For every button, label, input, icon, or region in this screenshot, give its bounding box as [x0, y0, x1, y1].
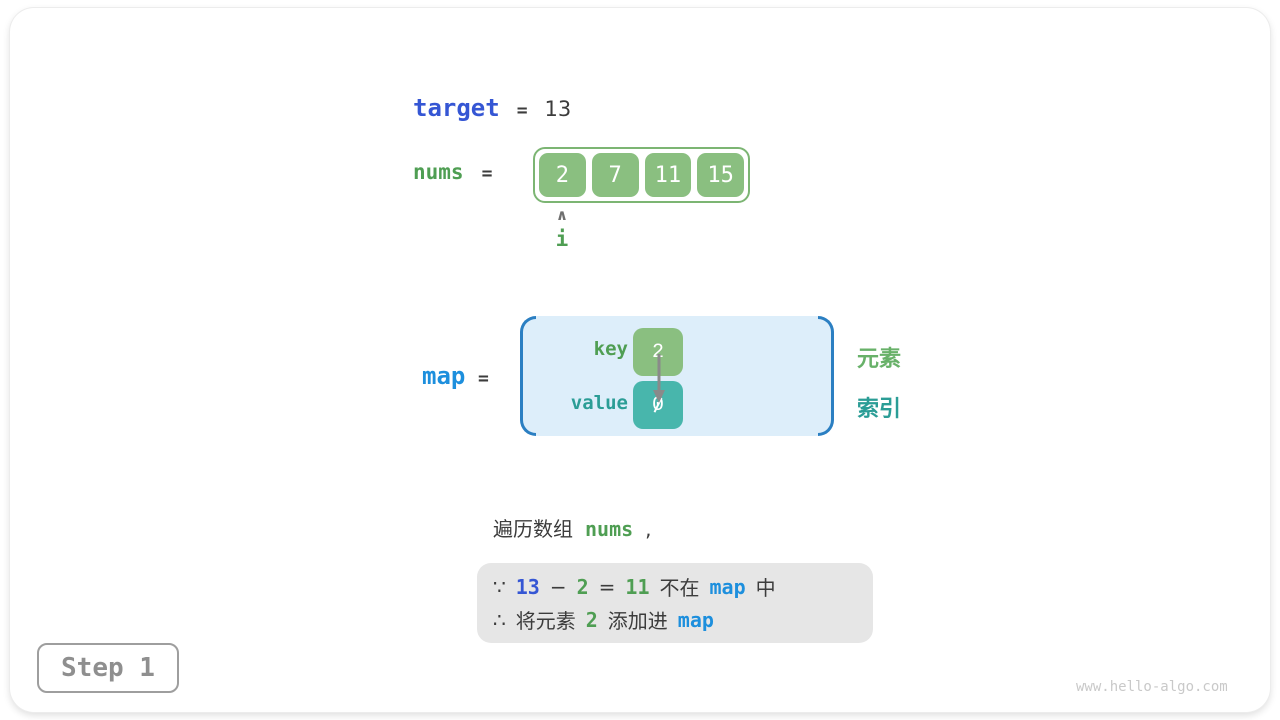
target-row: target = 13: [413, 94, 571, 122]
index-pointer-label: i: [555, 227, 569, 251]
map-label: map: [422, 362, 466, 390]
map-equals: =: [478, 368, 489, 389]
note-text-b: 中: [755, 576, 776, 600]
nums-equals: =: [481, 163, 493, 184]
map-key-label: key: [593, 338, 628, 360]
index-pointer-icon: ∧: [555, 206, 569, 224]
legend-index-label: 索引: [857, 397, 902, 422]
array-cell: 7: [591, 153, 639, 197]
key-to-value-arrow-icon: [653, 354, 665, 403]
target-label: target: [413, 94, 500, 122]
map-container: key value 2 0: [520, 316, 834, 436]
array-cell: 15: [697, 153, 744, 197]
therefore-symbol: ∴: [493, 607, 506, 632]
nums-label-row: nums =: [413, 160, 492, 184]
equals-sign: =: [598, 574, 616, 599]
caption-text: 遍历数组: [493, 517, 573, 541]
map-bracket-left-icon: [520, 316, 536, 436]
because-symbol: ∵: [493, 574, 506, 599]
minus-sign: −: [549, 574, 567, 599]
note-line-2: ∴ 将元素 2 添加进 map: [493, 603, 873, 636]
caption-comma: ,: [645, 517, 652, 541]
map-value-label: value: [570, 392, 628, 414]
watermark: www.hello-algo.com: [1076, 679, 1228, 695]
target-value: 13: [544, 97, 572, 121]
legend-element-label: 元素: [857, 347, 902, 372]
nums-array: 2 7 11 15: [533, 147, 750, 203]
traverse-caption: 遍历数组 nums ,: [493, 513, 652, 542]
note2-num: 2: [585, 607, 598, 632]
note2-map-code: map: [677, 607, 714, 632]
note-subtrahend: 2: [576, 574, 589, 599]
note2-text-b: 添加进: [607, 609, 668, 633]
target-equals: =: [516, 100, 528, 121]
array-cell: 11: [644, 153, 692, 197]
nums-label: nums: [413, 160, 464, 184]
note-line-1: ∵ 13 − 2 = 11 不在 map 中: [493, 570, 873, 603]
step-badge: Step 1: [37, 643, 179, 693]
note-text-a: 不在: [659, 576, 700, 600]
note-minuend: 13: [515, 574, 540, 599]
note-map-code: map: [709, 574, 746, 599]
note-box: ∵ 13 − 2 = 11 不在 map 中 ∴ 将元素 2 添加进 map: [477, 563, 873, 643]
map-value-digit: 0: [651, 393, 664, 417]
caption-code: nums: [585, 517, 634, 541]
array-cell: 2: [539, 153, 586, 197]
note-difference: 11: [625, 574, 650, 599]
note2-text-a: 将元素: [515, 609, 576, 633]
map-bracket-right-icon: [818, 316, 834, 436]
